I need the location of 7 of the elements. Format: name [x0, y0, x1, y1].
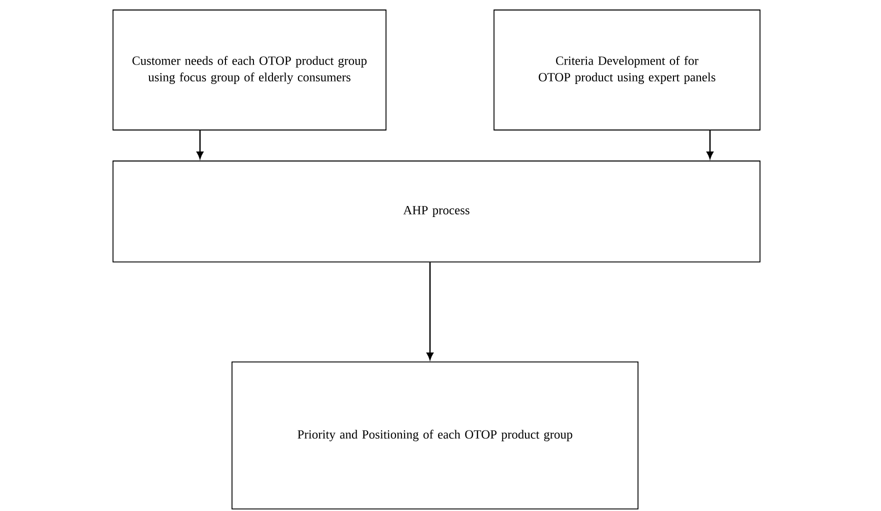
- process-box: AHP process: [112, 160, 760, 262]
- arrow: [196, 130, 204, 159]
- process-box: Customer needs of each OTOP product group using focus group of elderly consumers: [112, 10, 386, 130]
- arrow: [706, 130, 714, 159]
- process-box: Priority and Positioning of each OTOP product group: [232, 362, 638, 510]
- arrow: [426, 262, 434, 360]
- process-box: Criteria Development of for OTOP product using expert panels: [494, 10, 760, 130]
